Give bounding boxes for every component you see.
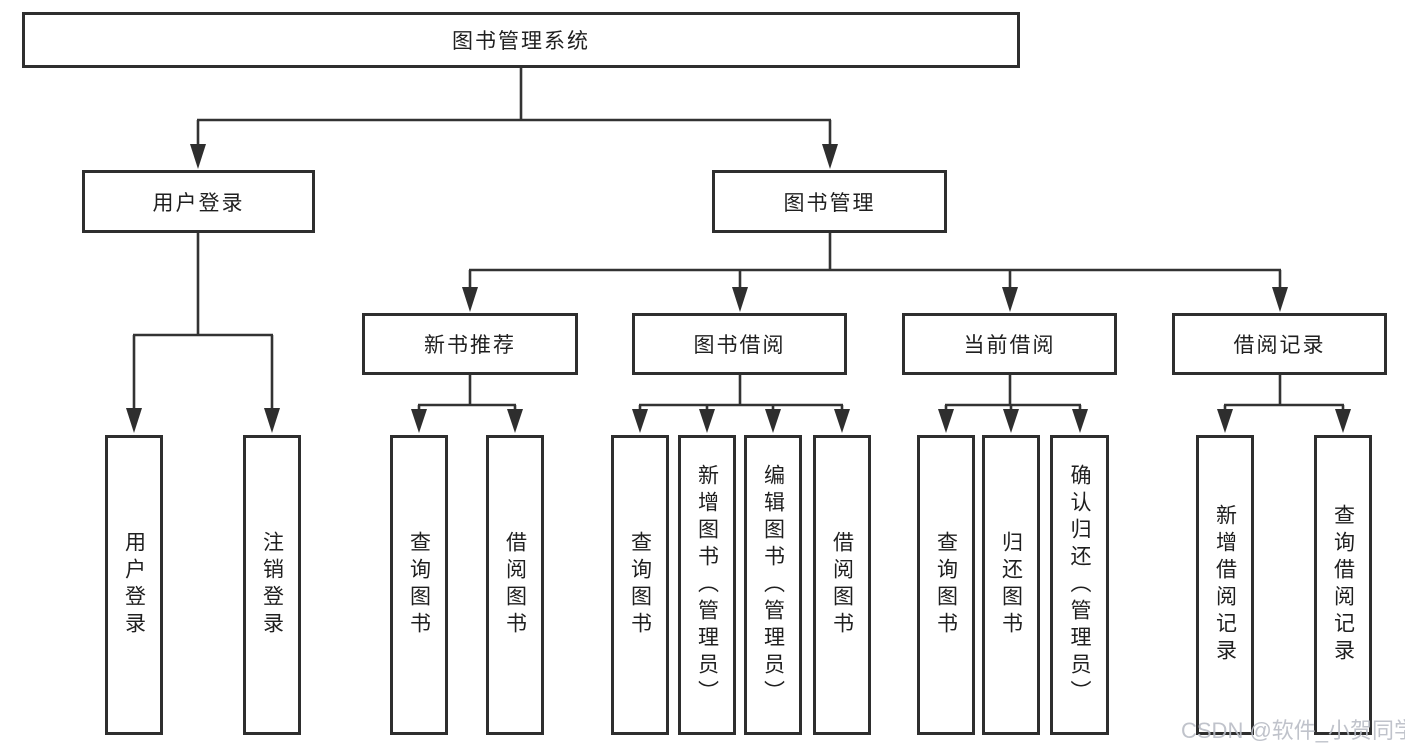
leaf-confirm-return-admin: 确认归还（管理员） (1050, 435, 1109, 735)
leaf-return-books: 归还图书 (982, 435, 1040, 735)
leaf-user-login: 用户登录 (105, 435, 163, 735)
node-book-borrowing: 图书借阅 (632, 313, 847, 375)
node-current-borrowing: 当前借阅 (902, 313, 1117, 375)
leaf-logout: 注销登录 (243, 435, 301, 735)
leaf-edit-book-admin: 编辑图书（管理员） (744, 435, 802, 735)
node-new-book-recommend: 新书推荐 (362, 313, 578, 375)
node-user-login: 用户登录 (82, 170, 315, 233)
leaf-add-book-admin: 新增图书（管理员） (678, 435, 736, 735)
leaf-borrow-books: 借阅图书 (813, 435, 871, 735)
leaf-borrow-books-recommend: 借阅图书 (486, 435, 544, 735)
leaf-add-borrow-record: 新增借阅记录 (1196, 435, 1254, 735)
csdn-watermark: CSDN @软件_小贺同学 (1181, 718, 1405, 743)
node-book-management: 图书管理 (712, 170, 947, 233)
node-borrowing-records: 借阅记录 (1172, 313, 1387, 375)
leaf-query-books-borrow: 查询图书 (611, 435, 669, 735)
node-root-library-management-system: 图书管理系统 (22, 12, 1020, 68)
leaf-query-books-current: 查询图书 (917, 435, 975, 735)
leaf-query-books-recommend: 查询图书 (390, 435, 448, 735)
leaf-query-borrow-record: 查询借阅记录 (1314, 435, 1372, 735)
